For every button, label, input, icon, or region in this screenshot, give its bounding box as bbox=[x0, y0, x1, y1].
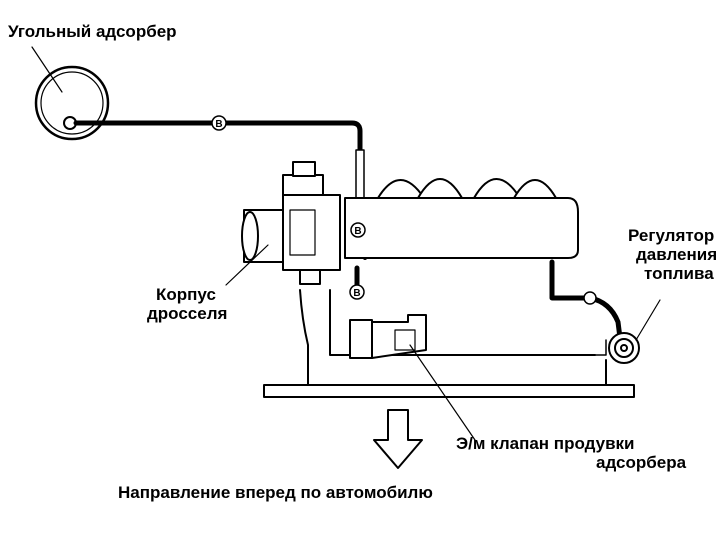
hose-marker-3-text: B bbox=[353, 288, 360, 299]
label-regulator-line3: топлива bbox=[644, 264, 714, 283]
label-regulator-line2: давления bbox=[636, 245, 718, 264]
hose-marker-2-text: B bbox=[354, 226, 361, 237]
label-throttle-line2: дросселя bbox=[147, 304, 228, 323]
label-throttle-line1: Корпус bbox=[156, 285, 216, 304]
canister-hose bbox=[73, 120, 363, 158]
forward-arrow-icon bbox=[373, 409, 423, 469]
valve-leader-line bbox=[409, 344, 476, 441]
fuel-pressure-regulator bbox=[608, 332, 640, 364]
engine-base bbox=[263, 289, 635, 398]
hose-marker-2: B bbox=[350, 222, 366, 238]
hose-marker-3: B bbox=[349, 284, 365, 300]
label-direction: Направление вперед по автомобилю bbox=[118, 483, 433, 502]
throttle-leader-line bbox=[225, 244, 269, 286]
regulator-leader-line bbox=[635, 299, 661, 341]
label-valve-line1: Э/м клапан продувки bbox=[456, 434, 635, 453]
charcoal-canister bbox=[34, 65, 110, 141]
label-adsorber: Угольный адсорбер bbox=[8, 22, 177, 41]
hose-marker-1-text: B bbox=[215, 119, 222, 130]
adsorber-leader-line bbox=[31, 46, 63, 93]
throttle-body bbox=[241, 161, 341, 285]
hose-marker-1: B bbox=[211, 115, 227, 131]
intake-manifold bbox=[344, 178, 579, 259]
label-regulator-line1: Регулятор bbox=[628, 226, 715, 245]
label-valve-line2: адсорбера bbox=[596, 453, 687, 472]
regulator-bracket bbox=[594, 339, 607, 356]
regulator-hose-marker bbox=[583, 291, 597, 305]
